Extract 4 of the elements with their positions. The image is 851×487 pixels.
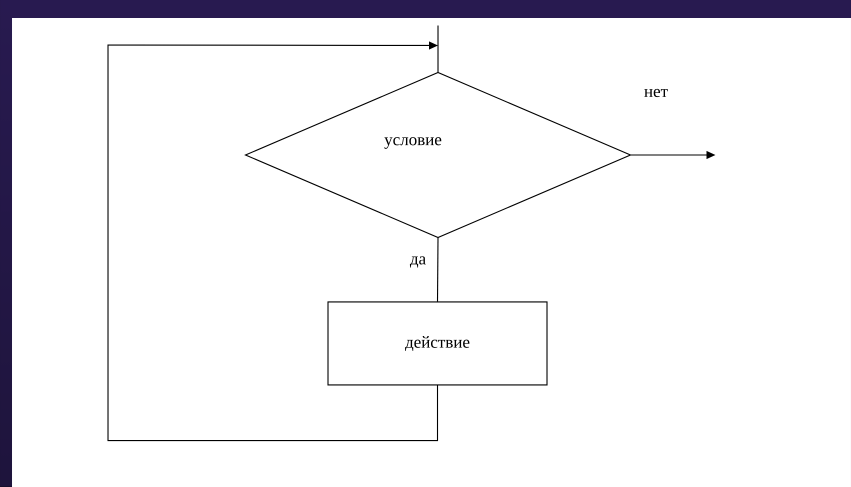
edge-label: да (410, 256, 426, 268)
edge-label: нет (644, 88, 668, 98)
arrow (107, 41, 438, 442)
process-box: действие (327, 301, 548, 386)
